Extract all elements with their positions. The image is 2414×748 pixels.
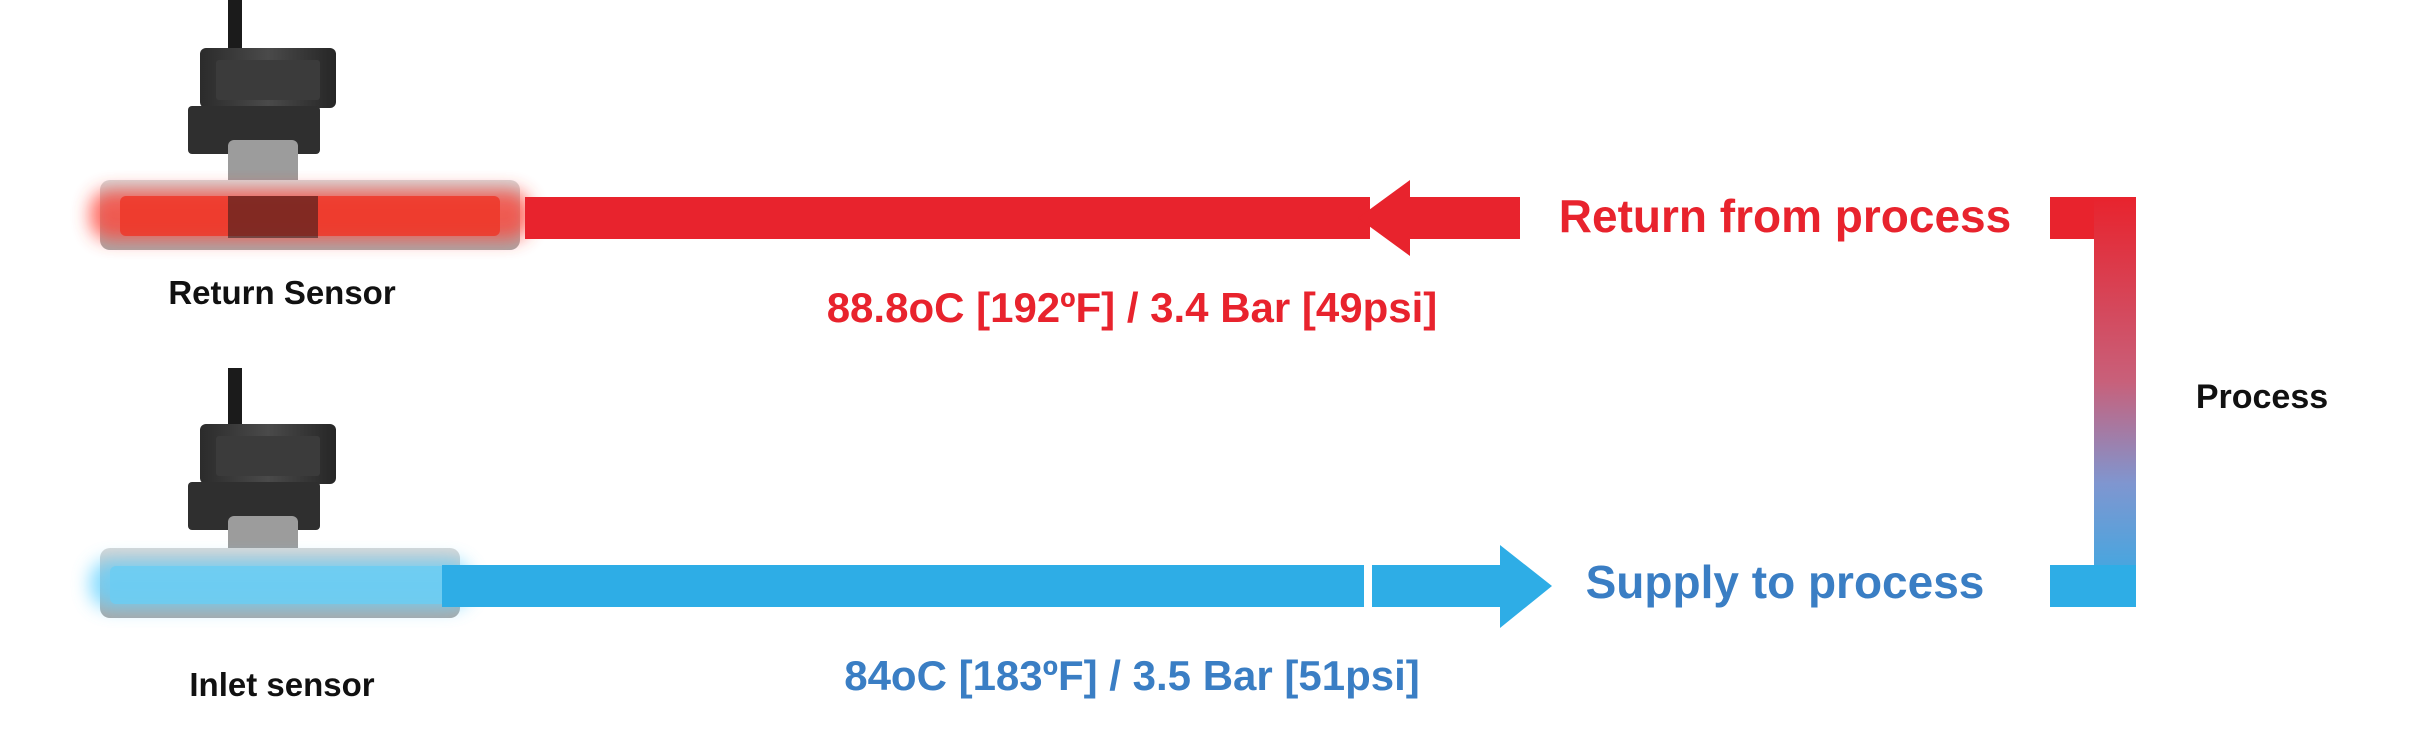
supply-line-label: Supply to process [1586,556,1985,608]
supply-pipe [442,565,1364,607]
arrow-right-icon [1372,545,1552,628]
return-sensor-icon [90,0,530,250]
process-loop-bottom [2050,565,2136,607]
inlet-sensor-icon [90,368,470,618]
process-loop-vertical [2094,197,2136,607]
return-reading: 88.8oC [192ºF] / 3.4 Bar [49psi] [827,284,1438,331]
process-label: Process [2196,378,2328,416]
return-sensor-label: Return Sensor [168,274,396,311]
return-pipe [525,197,1370,239]
return-line-label: Return from process [1559,190,2011,242]
supply-reading: 84oC [183ºF] / 3.5 Bar [51psi] [844,652,1420,699]
inlet-sensor-label: Inlet sensor [189,666,374,703]
arrow-left-icon [1358,180,1520,256]
